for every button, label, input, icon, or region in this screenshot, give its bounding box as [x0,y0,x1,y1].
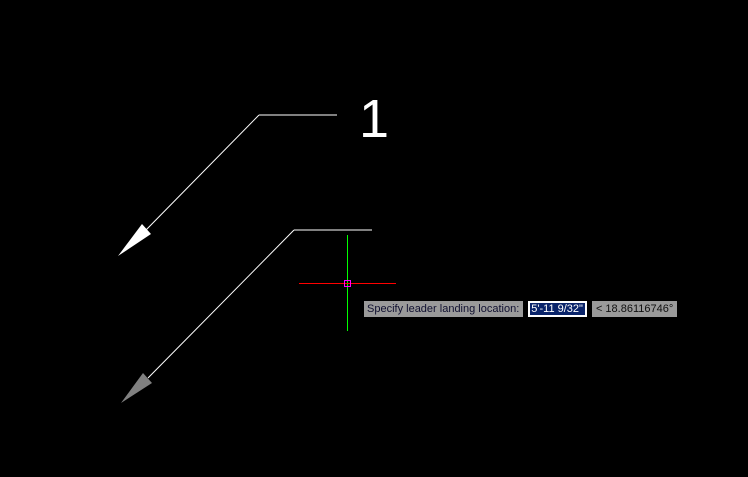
leader-1-arrowhead [118,224,151,256]
pickbox [344,280,351,287]
distance-input[interactable]: 5'-11 9/32" [528,301,587,317]
leader-1-line [145,114,260,231]
distance-value: 5'-11 9/32" [530,303,585,315]
leader-1-text: 1 [359,89,389,149]
leader-preview [121,229,372,403]
dynamic-input-prompt: Specify leader landing location: [364,301,524,317]
angle-input[interactable]: < 18.86116746° [591,301,678,317]
crosshair-cursor [299,235,396,331]
leader-2-line [147,229,295,379]
leader-1[interactable]: 1 [118,89,389,256]
leader-2-arrowhead [121,373,152,403]
dynamic-input-tooltip: Specify leader landing location: 5'-11 9… [364,301,678,317]
